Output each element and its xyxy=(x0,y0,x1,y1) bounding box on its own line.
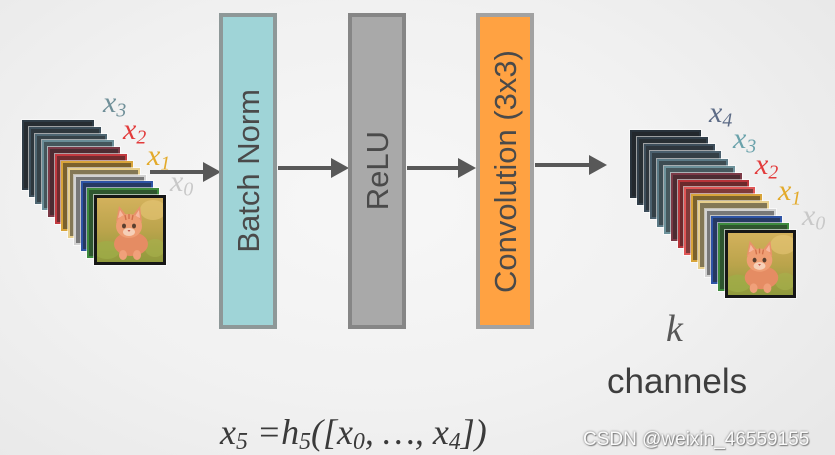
formula-part: , …, x xyxy=(364,412,449,452)
cat-photo-icon xyxy=(93,194,167,266)
label-variable: x xyxy=(147,139,161,172)
arrow-input-to-batch-norm xyxy=(150,162,221,182)
formula-subscript: 5 xyxy=(299,429,312,455)
convolution-block: Convolution (3x3) xyxy=(476,13,534,329)
formula-subscript: 0 xyxy=(353,429,365,455)
batch-norm-block: Batch Norm xyxy=(219,13,277,329)
output-label-x1: x1 xyxy=(778,174,802,210)
output-label-x2: x2 xyxy=(755,148,779,184)
formula-subscript: 4 xyxy=(448,429,461,455)
label-variable: x xyxy=(755,148,769,181)
output-label-x4: x4 xyxy=(709,96,733,132)
growth-rate-symbol: k xyxy=(666,308,683,350)
arrow-convolution-to-output xyxy=(535,155,607,175)
label-subscript: 3 xyxy=(116,99,127,122)
label-variable: x xyxy=(733,122,747,155)
convolution-label: Convolution (3x3) xyxy=(487,49,523,293)
formula-part: ([x xyxy=(311,412,354,452)
label-variable: x xyxy=(802,199,816,232)
label-variable: x xyxy=(123,113,137,146)
label-variable: x xyxy=(709,96,723,129)
label-variable: x xyxy=(103,86,117,119)
input-label-x2: x2 xyxy=(123,113,147,149)
label-subscript: 2 xyxy=(768,161,779,184)
batch-norm-label: Batch Norm xyxy=(230,89,266,253)
output-label-x3: x3 xyxy=(733,122,757,158)
formula-part: ]) xyxy=(460,412,487,452)
formula: x5 =h5([x0, …, x4]) xyxy=(220,412,487,454)
relu-block: ReLU xyxy=(348,13,406,329)
watermark: CSDN @weixin_46559155 xyxy=(583,429,810,450)
label-subscript: 0 xyxy=(183,178,194,201)
label-subscript: 3 xyxy=(746,135,757,158)
output-label-x0: x0 xyxy=(802,199,826,235)
label-subscript: 4 xyxy=(722,109,733,132)
label-variable: x xyxy=(170,165,184,198)
formula-part: x xyxy=(220,412,236,452)
label-subscript: 2 xyxy=(136,126,147,149)
relu-label: ReLU xyxy=(359,131,395,211)
input-label-x0: x0 xyxy=(170,165,194,201)
arrow-relu-to-convolution xyxy=(407,158,476,178)
formula-part: =h xyxy=(247,412,300,452)
arrow-batch-norm-to-relu xyxy=(278,158,349,178)
input-label-x3: x3 xyxy=(103,86,127,122)
label-subscript: 1 xyxy=(791,187,802,210)
label-variable: x xyxy=(778,174,792,207)
input-label-x1: x1 xyxy=(147,139,171,175)
label-subscript: 1 xyxy=(160,152,171,175)
growth-rate-caption: channels xyxy=(607,362,748,401)
cat-photo-icon xyxy=(724,229,797,299)
formula-subscript: 5 xyxy=(235,429,248,455)
label-subscript: 0 xyxy=(815,212,826,235)
